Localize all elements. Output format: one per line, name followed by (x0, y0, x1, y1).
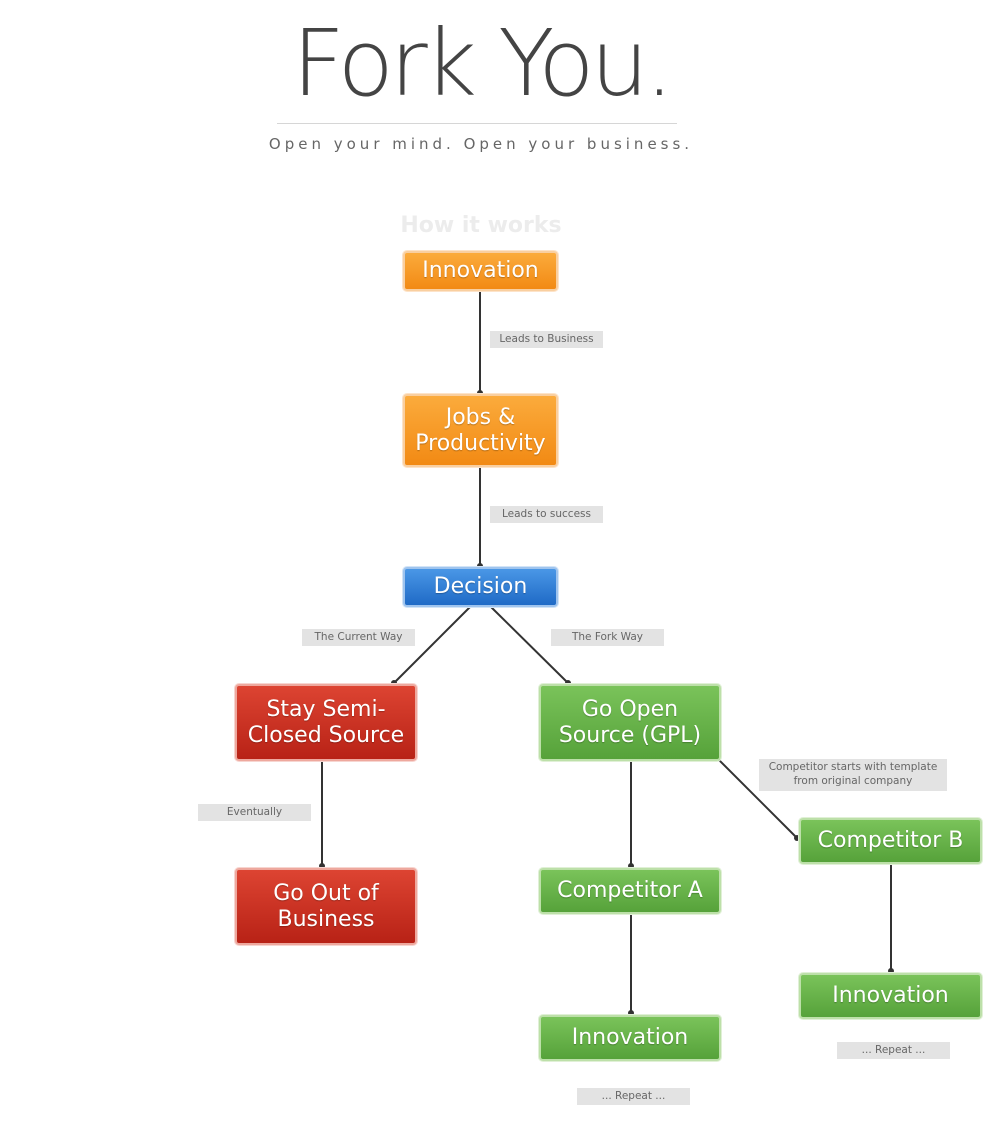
edge-label-repeat-a: ... Repeat ... (577, 1088, 690, 1105)
node-stay-semi-closed: Stay Semi- Closed Source (235, 684, 417, 761)
node-go-out-of-business: Go Out of Business (235, 868, 417, 945)
node-competitor-b: Competitor B (799, 818, 982, 864)
edge-label-eventually: Eventually (198, 804, 311, 821)
edge-label-competitor-template: Competitor starts with template from ori… (759, 759, 947, 791)
page-subtitle: Open your mind. Open your business. (268, 135, 694, 153)
edge-dot (628, 1010, 634, 1016)
edge-decision-closed (393, 604, 473, 684)
node-jobs-productivity: Jobs & Productivity (403, 394, 558, 467)
edge-label-leads-business: Leads to Business (490, 331, 603, 348)
edge-label-repeat-b: ... Repeat ... (837, 1042, 950, 1059)
node-innovation-b: Innovation (799, 973, 982, 1019)
node-innovation-a: Innovation (539, 1015, 721, 1061)
edge-dot (319, 863, 325, 869)
edge-label-fork-way: The Fork Way (551, 629, 664, 646)
node-competitor-a: Competitor A (539, 868, 721, 914)
title-divider (277, 123, 677, 124)
node-decision: Decision (403, 567, 558, 607)
edge-dot (628, 863, 634, 869)
edge-label-leads-success: Leads to success (490, 506, 603, 523)
edge-label-current-way: The Current Way (302, 629, 415, 646)
edge-decision-open (488, 604, 569, 684)
edge-dot (888, 968, 894, 974)
edge-dot (794, 835, 800, 841)
page-title: Fork You. (291, 10, 674, 117)
section-heading: How it works (400, 213, 562, 238)
edge-open-competitor-b (716, 757, 798, 839)
node-innovation: Innovation (403, 251, 558, 291)
node-go-open-source: Go Open Source (GPL) (539, 684, 721, 761)
